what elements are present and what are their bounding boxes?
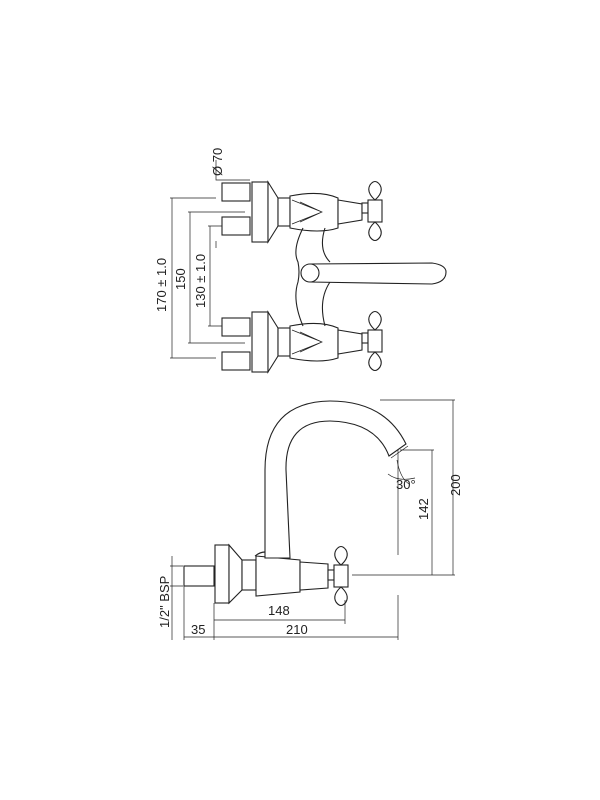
top-dimensions: Ø 70 170 ± 1.0 150 130 ± 1.0 [154,148,250,359]
dim-centers: 150 [173,268,188,290]
cross-handle-arm [334,586,348,607]
dim-inlet: 35 [191,622,205,637]
cross-handle-arm [334,545,348,566]
dim-height: 200 [448,474,463,496]
side-view: 30° 200 142 1/2" BSP 148 210 35 [157,399,463,640]
side-dimensions: 200 142 1/2" BSP 148 210 35 [157,399,463,640]
cross-handle-arm [368,221,382,242]
bridge [295,227,304,327]
spout [264,400,407,559]
cross-handle-hub [367,329,383,353]
dim-outlet-height: 142 [416,498,431,520]
dim-body-length: 148 [268,603,290,618]
dim-overall: 170 ± 1.0 [154,258,169,312]
cross-handle-arm [368,180,382,201]
lower-valve [221,310,383,374]
cross-handle-hub [333,564,349,588]
upper-valve [221,180,383,244]
cross-handle-arm [368,351,382,372]
dim-diameter: Ø 70 [210,148,225,176]
inlet-pipe [183,565,215,587]
dim-thread: 1/2" BSP [157,576,172,628]
dim-projection: 210 [286,622,308,637]
cross-handle-hub [367,199,383,223]
spout-top [304,262,447,285]
cross-handle-arm [368,310,382,331]
wall-flange [214,544,230,604]
dim-inner: 130 ± 1.0 [193,254,208,308]
dim-angle: 30° [396,477,416,492]
top-view: Ø 70 170 ± 1.0 150 130 ± 1.0 [154,148,447,374]
